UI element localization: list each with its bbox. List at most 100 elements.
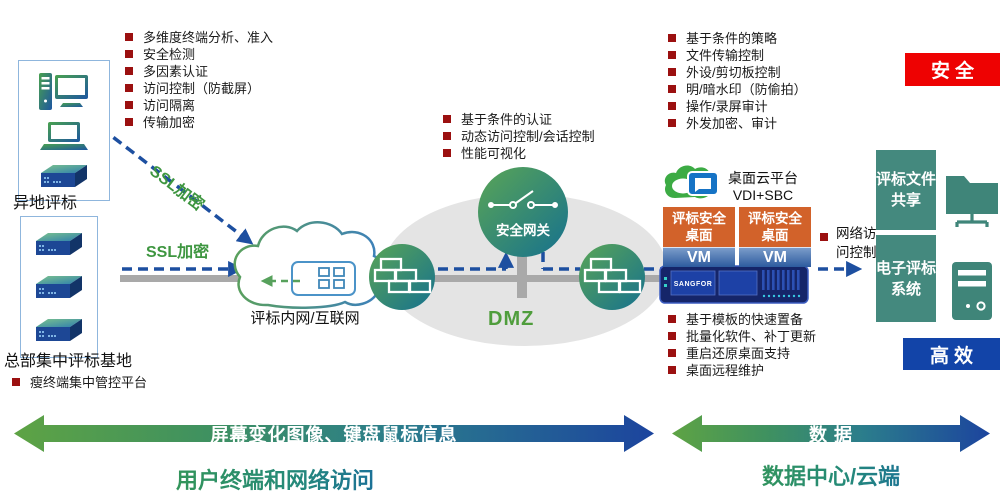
list-item-label: 批量化软件、补丁更新 [686,329,817,344]
intranet-cloud-icon [233,221,388,309]
hq-site-label: 总部集中评标基地 [4,353,133,370]
list-item-label: 明/暗水印（防偷拍） [686,82,807,97]
file-share-box: 评标文件共享 [876,150,936,230]
bullet-square-icon [668,349,676,357]
list-item-label: 访问隔离 [143,98,196,113]
list-item: 重启还原桌面支持 [668,347,816,361]
laptop-icon [40,122,88,151]
list-item: 传输加密 [125,116,273,130]
server-icon: SANGFOR [659,265,809,304]
list-item-label: 传输加密 [143,115,196,130]
endpoint-feature-list: 多维度终端分析、准入 安全检测 多因素认证 访问控制（防截屏） 访问隔离 传输加… [125,31,273,130]
desktop-cloud-platform-label: 桌面云平台 VDI+SBC [718,170,808,204]
secure-desktop-column-2: 评标安全桌面 VM [739,207,811,267]
hq-devices-box [20,216,98,358]
appliance-icon [36,233,82,256]
bullet-square-icon [125,33,133,41]
bullet-square-icon [125,118,133,126]
desktop-tower-icon [952,262,992,320]
bullet-square-icon [668,366,676,374]
platform-subtitle: VDI+SBC [732,187,794,203]
list-item: 桌面远程维护 [668,364,816,378]
bullet-square-icon [443,115,451,123]
list-item-label: 多维度终端分析、准入 [143,30,274,45]
list-item-label: 瘦终端集中管控平台 [30,375,148,390]
list-item: 基于条件的策略 [668,32,807,46]
list-item: 访问控制（防截屏） [125,82,273,96]
vm-box: VM [739,247,811,267]
ssl-encrypt-label-2: SSL加密 [146,244,210,261]
secure-desktop-header: 评标安全桌面 [739,207,811,247]
network-access-control-label: 网络访问控制 [836,226,877,260]
bullet-square-icon [443,149,451,157]
arrow-label: 屏幕变化图像、键盘鼠标信息 [210,424,458,445]
list-item: 基于模板的快速置备 [668,313,816,327]
list-item-label: 基于条件的策略 [686,31,778,46]
appliance-icon [36,275,82,298]
list-item: 瘦终端集中管控平台 [12,376,147,390]
list-item: 明/暗水印（防偷拍） [668,83,807,97]
desktop-security-feature-list: 基于条件的策略 文件传输控制 外设/剪切板控制 明/暗水印（防偷拍） 操作/录屏… [668,32,807,131]
desktop-icon [39,73,88,111]
list-item: 外发加密、审计 [668,117,807,131]
list-item: 访问隔离 [125,99,273,113]
security-gateway-icon [478,167,568,257]
ebidding-system-box: 电子评标系统 [876,235,936,322]
list-item: 性能可视化 [443,147,595,161]
appliance-icon [41,164,87,187]
list-item-label: 桌面远程维护 [686,363,765,378]
bullet-square-icon [668,102,676,110]
badge-efficient: 高效 [903,338,1000,370]
list-item-label: 多因素认证 [143,64,209,79]
bullet-square-icon [125,84,133,92]
bullet-square-icon [125,50,133,58]
remote-site-devices-box [18,60,110,201]
list-item-label: 基于模板的快速置备 [686,312,804,327]
desktop-cloud-icon [664,165,719,199]
firewall-right-icon [579,244,645,310]
vm-box: VM [663,247,735,267]
list-item: 文件传输控制 [668,49,807,63]
bullet-square-icon [668,332,676,340]
list-item-label: 动态访问控制/会话控制 [461,129,595,144]
bullet-square-icon [668,51,676,59]
zone-label-datacenter: 数据中心/云端 [700,459,962,491]
gateway-feature-list: 基于条件的认证 动态访问控制/会话控制 性能可视化 [443,113,595,161]
bullet-square-icon [125,101,133,109]
list-item-label: 外设/剪切板控制 [686,65,781,80]
list-item-label: 外发加密、审计 [686,116,778,131]
list-item: 动态访问控制/会话控制 [443,130,595,144]
list-item: 安全检测 [125,48,273,62]
folder-share-icon [946,176,998,227]
list-item-label: 操作/录屏审计 [686,99,768,114]
secure-desktop-column-1: 评标安全桌面 VM [663,207,735,267]
zone-label-user-terminal: 用户终端和网络访问 [115,463,435,495]
list-item-label: 基于条件的认证 [461,112,553,127]
intranet-cloud-label: 评标内网/互联网 [250,310,360,327]
remote-site-label: 异地评标 [13,195,78,212]
server-brand-text: SANGFOR [674,281,713,288]
bullet-square-icon [820,233,828,241]
desktop-ops-feature-list: 基于模板的快速置备 批量化软件、补丁更新 重启还原桌面支持 桌面远程维护 [668,313,816,378]
arrow-label: 数 据 [808,424,853,445]
bullet-square-icon [668,119,676,127]
firewall-left-icon [369,244,435,310]
bullet-square-icon [12,378,20,386]
platform-title: 桌面云平台 [728,170,798,186]
list-item: 外设/剪切板控制 [668,66,807,80]
badge-secure: 安全 [905,53,1000,86]
list-item: 操作/录屏审计 [668,100,807,114]
appliance-icon [36,318,82,341]
bullet-square-icon [668,85,676,93]
list-item: 批量化软件、补丁更新 [668,330,816,344]
bullet-square-icon [125,67,133,75]
dmz-label: DMZ [488,308,535,330]
bullet-square-icon [668,315,676,323]
list-item: 基于条件的认证 [443,113,595,127]
list-item-label: 性能可视化 [461,146,527,161]
bullet-square-icon [443,132,451,140]
bullet-square-icon [668,34,676,42]
list-item-label: 安全检测 [143,47,196,62]
